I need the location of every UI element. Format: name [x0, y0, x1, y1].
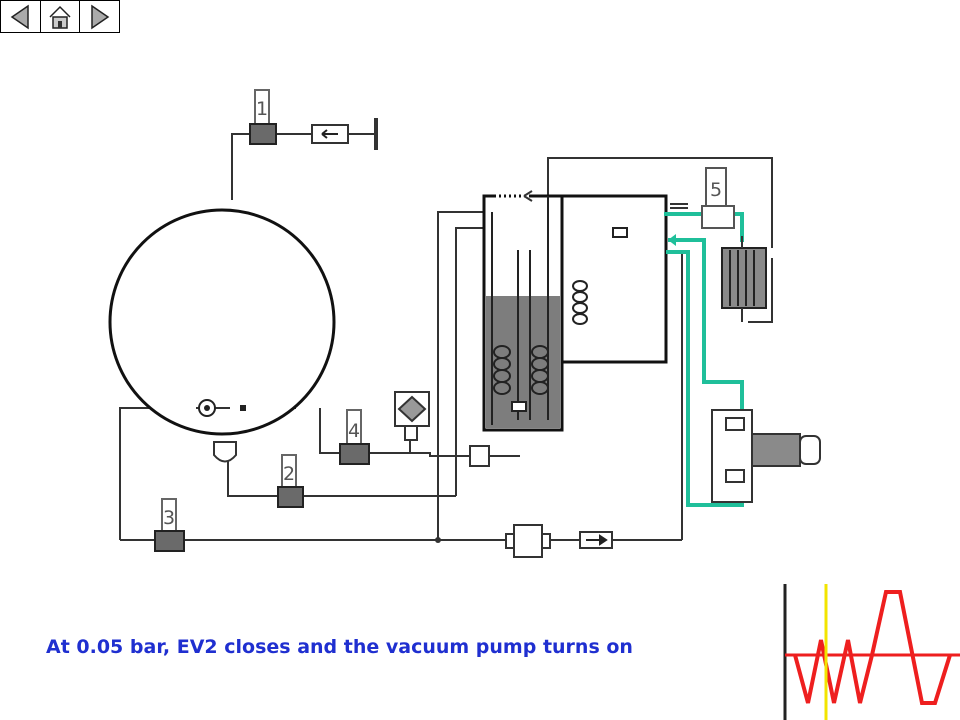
vessel-drain-icon [213, 441, 237, 463]
vessel-tank [108, 208, 336, 436]
flow-meter [513, 524, 543, 558]
valve-3-label: 3 [163, 507, 175, 529]
previous-button[interactable] [1, 1, 41, 32]
pressure-signal-chart [783, 584, 960, 720]
valve-1-body[interactable] [249, 123, 277, 145]
vacuum-pump-motor [751, 433, 801, 467]
valve-2-body[interactable] [277, 486, 304, 508]
valve-1-label: 1 [256, 98, 268, 120]
valve-5-label: 5 [710, 179, 722, 201]
home-icon [49, 5, 71, 29]
step-caption: At 0.05 bar, EV2 closes and the vacuum p… [46, 636, 633, 658]
signal-waveform [793, 590, 952, 705]
valve-4-label: 4 [348, 420, 360, 442]
right-triangle-icon [90, 4, 109, 29]
condenser-box [560, 194, 668, 364]
compressor-motor [721, 247, 767, 309]
valve-3-body[interactable] [154, 530, 185, 552]
valve-5-body[interactable] [701, 205, 735, 229]
navigation-bar [0, 0, 120, 33]
left-triangle-icon [11, 4, 30, 29]
home-button[interactable] [41, 1, 81, 32]
cold-trap-sensor-icon [511, 401, 527, 412]
valve-2-label: 2 [283, 463, 295, 485]
next-button[interactable] [80, 1, 119, 32]
valve-4-body[interactable] [339, 443, 370, 465]
